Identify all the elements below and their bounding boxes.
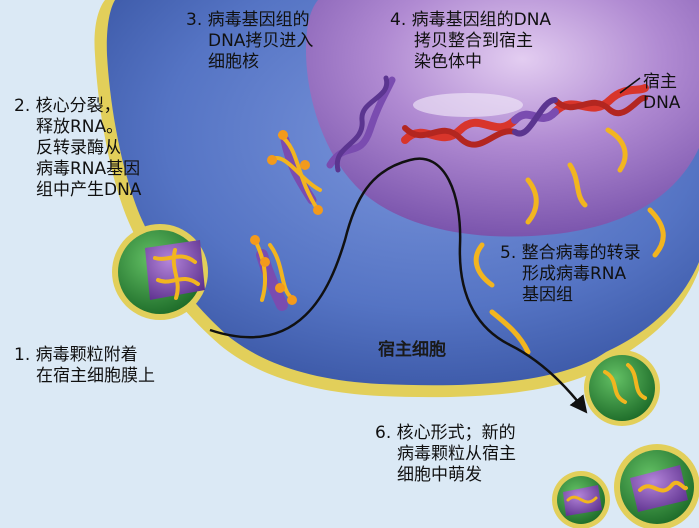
nucleus-highlight: [413, 93, 523, 117]
released-virion-small: [552, 471, 610, 528]
reverse-transcriptase-enzymes: [250, 130, 323, 305]
step-5-label: 5. 整合病毒的转录 形成病毒RNA 基因组: [500, 243, 641, 305]
host-cell-label: 宿主细胞: [378, 340, 446, 360]
viral-rna-transcripts: [473, 127, 666, 355]
host-chromosome-dna: [401, 84, 649, 148]
step-1-label: 1. 病毒颗粒附着 在宿主细胞膜上: [14, 345, 155, 386]
step-2-label: 2. 核心分裂， 释放RNA。 反转录酶从 病毒RNA基因 组中产生DNA: [14, 96, 142, 200]
lifecycle-pathway-arrow: [209, 157, 588, 414]
integrated-viral-dna: [511, 97, 559, 137]
viral-dna-entering-nucleus: [326, 75, 396, 173]
budding-virion: [584, 350, 660, 426]
nucleus: [306, 0, 699, 237]
attaching-virion: [112, 224, 208, 320]
step-6-label: 6. 核心形式；新的 病毒颗粒从宿主 细胞中萌发: [375, 423, 516, 485]
released-virion-large: [614, 444, 699, 528]
host-dna-pointer-line: [619, 77, 641, 94]
host-dna-label: 宿主 DNA: [643, 72, 681, 113]
step-4-label: 4. 病毒基因组的DNA 拷贝整合到宿主 染色体中: [390, 10, 552, 72]
step-3-label: 3. 病毒基因组的 DNA拷贝进入 细胞核: [186, 10, 314, 72]
